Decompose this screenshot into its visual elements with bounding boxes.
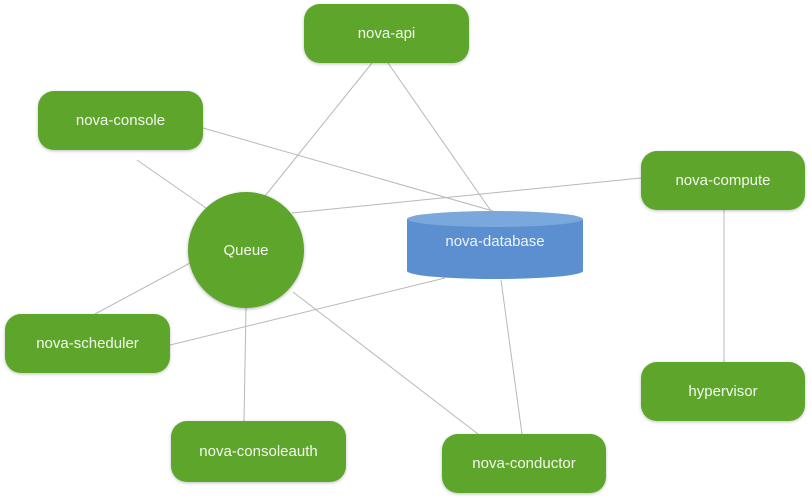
node-label: nova-console [75, 112, 166, 129]
node-nova-compute: nova-compute [641, 151, 805, 210]
node-label: nova-scheduler [36, 335, 139, 352]
node-label: nova-compute [675, 172, 771, 189]
edge-api-database [387, 62, 492, 212]
edge-queue-conductor [292, 291, 479, 435]
node-label: nova-consoleauth [199, 443, 318, 460]
edge-console-database [202, 127, 494, 212]
node-label: nova-api [357, 25, 416, 42]
node-nova-scheduler: nova-scheduler [5, 314, 170, 373]
node-queue: Queue [188, 192, 304, 308]
node-nova-api: nova-api [304, 4, 469, 63]
edge-scheduler-database [169, 277, 446, 346]
node-nova-console: nova-console [38, 91, 203, 150]
database-cylinder-icon [407, 211, 583, 279]
edge-api-queue [264, 62, 373, 197]
node-nova-consoleauth: nova-consoleauth [171, 421, 346, 482]
node-nova-conductor: nova-conductor [442, 434, 606, 493]
edge-database-conductor [500, 279, 523, 435]
node-hypervisor: hypervisor [641, 362, 805, 421]
edge-compute-queue [291, 177, 642, 214]
node-label: nova-conductor [472, 455, 576, 472]
node-nova-database: nova-database [407, 211, 583, 279]
edge-console-queue [136, 159, 207, 209]
edge-queue-scheduler [94, 261, 193, 315]
node-label: hypervisor [688, 383, 758, 400]
edge-queue-consoleauth [243, 307, 247, 422]
node-label: Queue [223, 241, 269, 259]
node-label: nova-database [445, 233, 545, 250]
